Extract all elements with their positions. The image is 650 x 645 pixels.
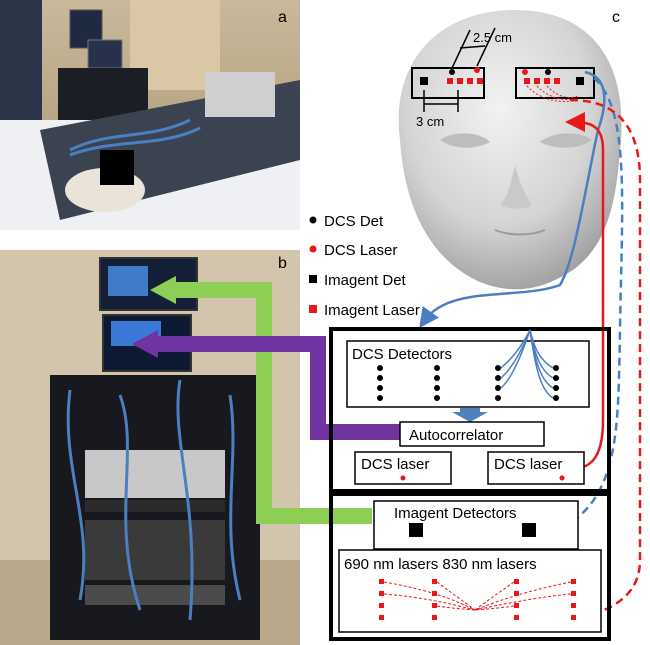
left-dcs-det <box>449 69 455 75</box>
autocorrelator-box <box>399 421 545 447</box>
purple-arrowhead <box>132 330 158 358</box>
photo-b <box>0 250 300 645</box>
legend-imagent-det-marker <box>309 275 317 283</box>
legend-dcs-det-marker <box>309 216 317 224</box>
legend-imagent-laser-marker <box>309 305 317 313</box>
legend-dcs-laser-marker <box>309 245 317 253</box>
imagent-detectors-box <box>373 500 579 550</box>
detectors-to-autocorrelator-arrow <box>452 408 488 422</box>
green-connector-arrow <box>168 282 372 524</box>
head-model <box>398 10 622 290</box>
spacing-label-top: 2.5 cm <box>473 30 512 45</box>
imagent-system-box <box>329 492 611 641</box>
imagent-detector-1 <box>409 523 423 537</box>
dcs-detector-array <box>377 365 559 401</box>
spacing-label-bottom: 3 cm <box>416 114 444 129</box>
legend-imagent-laser: Imagent Laser <box>324 302 420 319</box>
dcs-system-box <box>329 327 611 493</box>
right-dcs-det <box>545 69 551 75</box>
legend-imagent-det: Imagent Det <box>324 272 407 289</box>
panel-label-b: b <box>278 255 287 272</box>
imagent-laser-fiber <box>403 98 642 629</box>
dcs-laser-box-right <box>487 451 585 485</box>
autocorrelator-label: Autocorrelator <box>409 427 503 444</box>
left-probe <box>411 67 485 99</box>
photo-a <box>0 0 300 230</box>
dcs-laser-right-label: DCS laser <box>494 456 562 473</box>
left-imagent-det <box>420 77 428 85</box>
legend-dcs-det: DCS Det <box>324 213 384 230</box>
imagent-detectors-label: Imagent Detectors <box>394 505 517 522</box>
purple-connector-arrow <box>150 336 400 440</box>
dcs-laser-left-label: DCS laser <box>361 456 429 473</box>
dcs-det-fiber <box>419 70 606 329</box>
imagent-laser-fan <box>383 581 572 611</box>
dcs-fiber-fan <box>500 329 554 399</box>
green-arrowhead <box>150 276 176 304</box>
right-imagent-det <box>576 77 584 85</box>
imagent-detector-2 <box>522 523 536 537</box>
imagent-lasers-label: 690 nm lasers 830 nm lasers <box>344 556 537 573</box>
imagent-det-fiber <box>549 77 624 535</box>
panel-label-c: c <box>612 9 620 26</box>
panel-label-a: a <box>278 9 287 26</box>
legend-dcs-laser: DCS Laser <box>324 242 397 259</box>
legend: DCS Det DCS Laser Imagent Det Imagent La… <box>309 213 420 319</box>
dcs-detectors-label: DCS Detectors <box>352 346 452 363</box>
